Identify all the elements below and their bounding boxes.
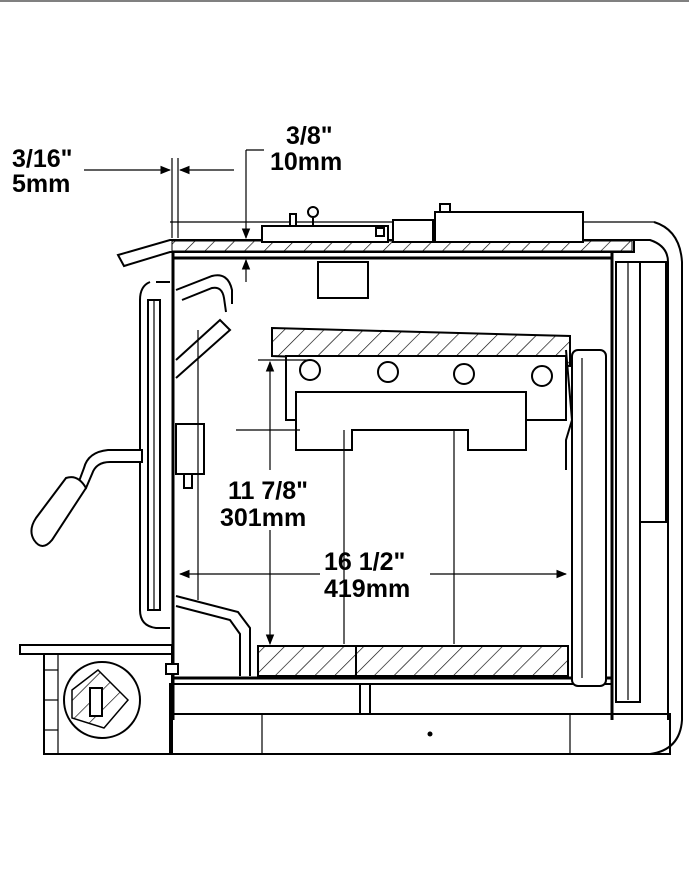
top-components	[261, 203, 584, 299]
firebox-height-metric: 301mm	[220, 504, 306, 532]
firebox-height-fraction: 11 7/8"	[228, 477, 308, 505]
firebox-floor	[257, 645, 569, 677]
rear-air-channel	[565, 349, 607, 687]
dimension-top-gap: 3/8" 10mm	[241, 122, 342, 282]
dimension-firebox-depth: 16 1/2" 419mm	[178, 548, 568, 603]
top-gap-metric: 10mm	[270, 148, 342, 176]
dimension-firebox-height: 11 7/8" 301mm	[220, 359, 312, 646]
door-assembly	[139, 274, 251, 676]
baffle-assembly	[236, 326, 571, 644]
glass-gap-fraction: 3/16"	[12, 145, 73, 173]
firebox-depth-fraction: 16 1/2"	[324, 548, 405, 576]
glass-gap-metric: 5mm	[12, 170, 70, 198]
door-handle	[30, 449, 143, 547]
top-gap-fraction: 3/8"	[286, 122, 333, 150]
firebox-depth-metric: 419mm	[324, 575, 410, 603]
dimension-glass-gap: 3/16" 5mm	[12, 145, 234, 238]
ash-ledge-and-blower	[19, 644, 179, 755]
